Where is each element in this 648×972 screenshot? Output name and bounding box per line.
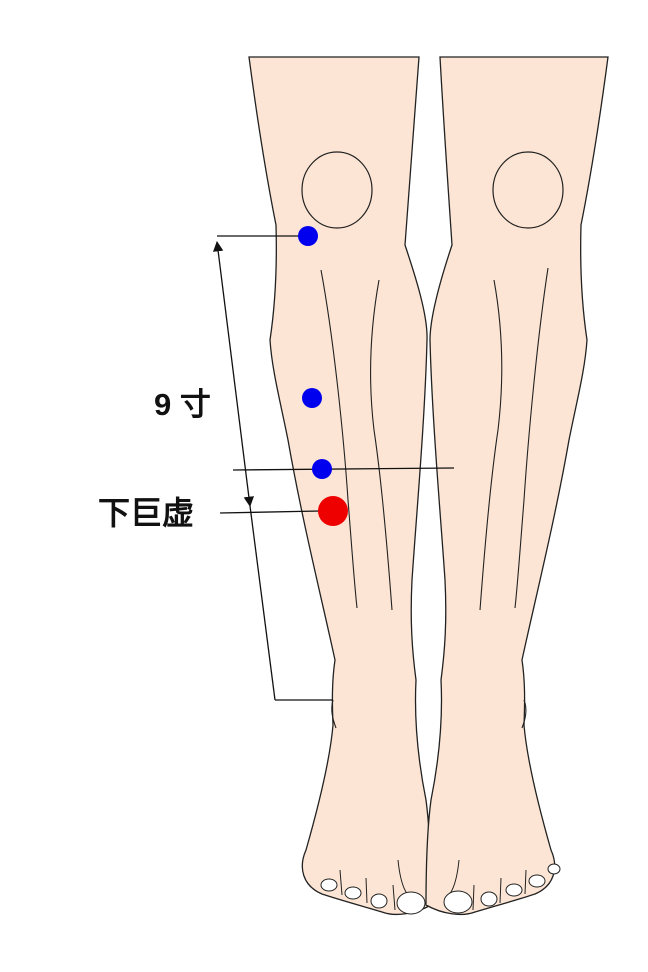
left-ankle-crease (331, 699, 337, 729)
target-point-dot (318, 496, 348, 526)
right-toenail (443, 890, 473, 914)
reference-point-dot (302, 388, 322, 408)
right-ankle-crease (521, 699, 527, 729)
left-leg (248, 56, 432, 916)
right-toe-gap (499, 877, 502, 904)
right-leg (425, 56, 609, 916)
right-toe-gap (472, 884, 475, 911)
left-shin-line-outer (320, 269, 358, 609)
left-shin-line-inner (370, 279, 393, 611)
right-toenail (528, 874, 546, 888)
point-name-label: 下巨虚 (98, 495, 195, 531)
left-toenail (344, 886, 362, 900)
horizontal-level-line (232, 467, 455, 471)
left-leg-outline (248, 56, 432, 916)
left-kneecap (301, 151, 373, 229)
reference-point-dot (312, 459, 332, 479)
left-toenail (370, 893, 388, 909)
left-toenail (320, 878, 338, 892)
measurement-guides (213, 235, 455, 701)
left-toe-gap (392, 884, 396, 911)
distance-label: 9 寸 (154, 387, 211, 422)
bottom-bracket-vertical (249, 505, 276, 701)
right-toe-gap (524, 869, 527, 895)
acupoints (298, 226, 348, 526)
right-toenail (547, 863, 561, 875)
right-leg-outline (425, 56, 609, 916)
right-toenail (480, 891, 498, 907)
right-shin-line-inner (479, 279, 503, 611)
point-leader-line (219, 510, 321, 514)
right-kneecap (492, 151, 564, 229)
left-toe-gap (365, 877, 368, 904)
right-shin-line-outer (514, 267, 549, 609)
left-toenail (396, 891, 426, 915)
distance-arrow (213, 240, 254, 508)
left-toe-gap (339, 869, 343, 896)
right-toenail (505, 883, 523, 897)
reference-point-dot (298, 226, 318, 246)
